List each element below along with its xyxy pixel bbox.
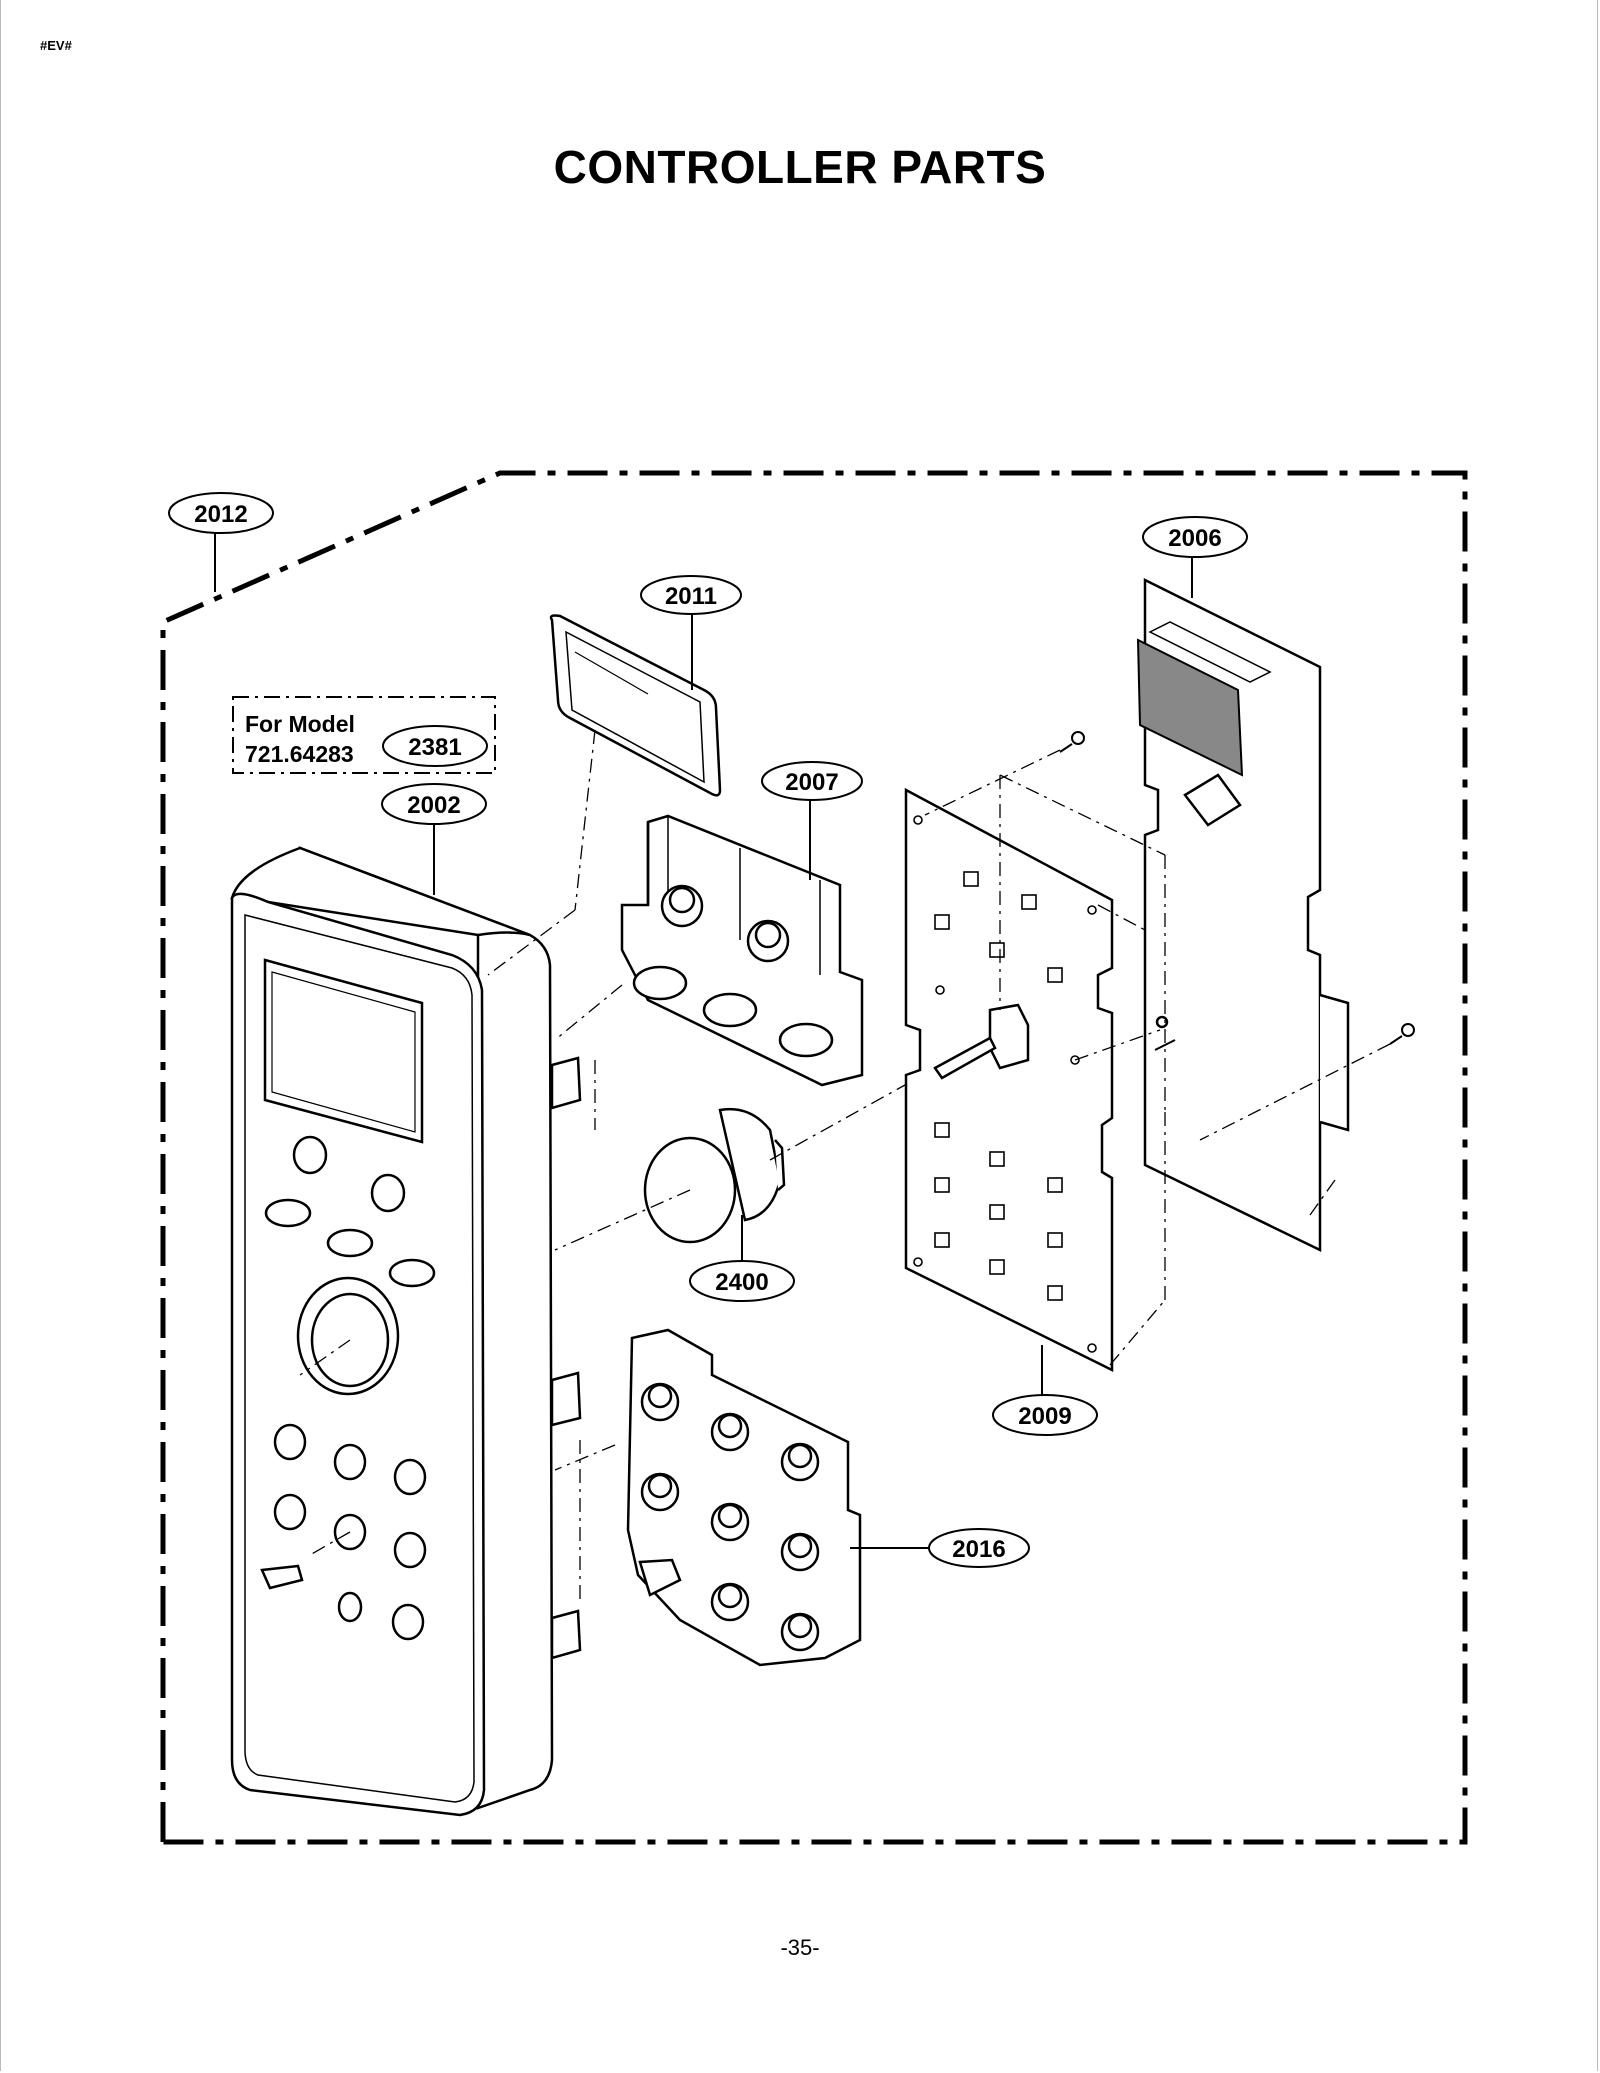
part-2009-pcb <box>904 787 1114 1373</box>
callout-2016: 2016 <box>928 1528 1030 1568</box>
svg-text:2002: 2002 <box>407 792 460 819</box>
alignment-lines <box>299 729 1391 1600</box>
callout-2381: 2381 <box>382 725 488 767</box>
part-2011-window <box>549 614 722 797</box>
callout-2012: 2012 <box>168 492 274 534</box>
svg-text:2009: 2009 <box>1018 1403 1071 1430</box>
callout-2009: 2009 <box>992 1394 1098 1436</box>
model-note-box: For Model 721.64283 <box>232 696 496 774</box>
assembly-boundary <box>160 470 1468 1845</box>
leader-lines <box>214 532 1193 1549</box>
part-2006-display-board <box>1136 577 1350 1252</box>
svg-text:2011: 2011 <box>665 583 717 610</box>
callout-2006: 2006 <box>1142 516 1248 558</box>
note-line1: For Model <box>245 711 355 737</box>
svg-text:2381: 2381 <box>408 734 461 761</box>
part-2016-keypad <box>626 1328 862 1667</box>
callout-2400: 2400 <box>689 1260 795 1302</box>
page-title: CONTROLLER PARTS <box>553 141 1047 193</box>
svg-text:2007: 2007 <box>785 769 838 796</box>
svg-text:2006: 2006 <box>1168 525 1221 552</box>
note-line2: 721.64283 <box>245 741 354 767</box>
svg-text:2016: 2016 <box>952 1536 1005 1563</box>
part-2002-front-panel <box>230 846 582 1817</box>
callout-2011: 2011 <box>640 575 742 615</box>
callout-2002: 2002 <box>381 783 487 825</box>
svg-text:2400: 2400 <box>715 1269 768 1296</box>
svg-text:2012: 2012 <box>194 501 247 528</box>
screw-icon <box>1059 731 1415 1045</box>
callout-2007: 2007 <box>761 761 863 801</box>
part-2400-dial-knob <box>643 1107 786 1244</box>
page-number: -35- <box>780 1935 820 1960</box>
part-2007-button-holder <box>620 814 864 1087</box>
corner-tag: #EV# <box>40 38 72 53</box>
